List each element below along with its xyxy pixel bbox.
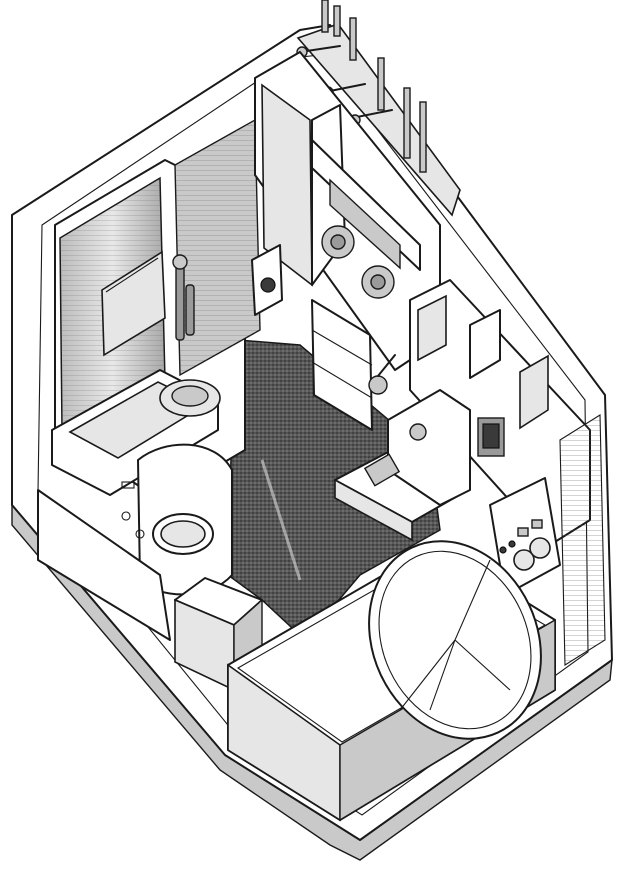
storage-wall	[251, 51, 441, 431]
step-box	[174, 577, 263, 692]
porthole-window	[368, 540, 542, 740]
fold-down-desk	[334, 389, 471, 542]
shell-side-wall	[559, 414, 606, 666]
bathroom-unit	[37, 118, 261, 641]
